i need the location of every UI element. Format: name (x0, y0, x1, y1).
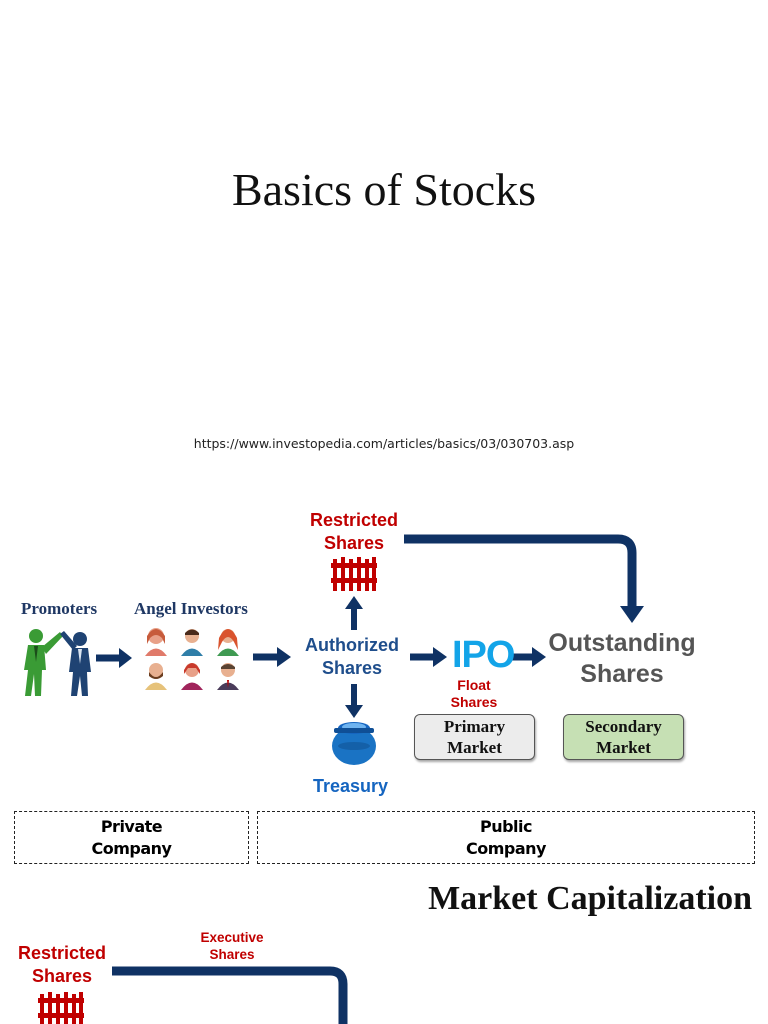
restricted-shares-label-bottom: Restricted Shares (17, 943, 107, 986)
bottom-restricted-connector (112, 966, 348, 1024)
ipo-label: IPO (452, 634, 515, 676)
private-company-box: Private Company (14, 811, 249, 864)
investor-avatars-icon (145, 628, 239, 690)
handshake-people-icon (24, 629, 91, 696)
authorized-shares-label: Authorized Shares (305, 635, 399, 678)
arrowhead-down (620, 606, 644, 623)
public-company-box: Public Company (257, 811, 755, 864)
executive-shares-label: Executive Shares (200, 930, 264, 962)
restricted-to-outstanding-connector (404, 534, 637, 608)
angel-investors-label: Angel Investors (134, 599, 248, 618)
treasury-label: Treasury (313, 776, 389, 796)
market-capitalization-title: Market Capitalization (428, 880, 752, 917)
outstanding-shares-label: Outstanding Shares (548, 629, 696, 688)
primary-market-box: Primary Market (414, 714, 535, 760)
restricted-shares-label: Restricted Shares (309, 510, 399, 553)
promoters-label: Promoters (21, 599, 98, 618)
secondary-market-box: Secondary Market (563, 714, 684, 760)
gate-icon-bottom (38, 992, 84, 1024)
source-url[interactable]: https://www.investopedia.com/articles/ba… (193, 436, 575, 451)
float-shares-label: Float Shares (450, 677, 498, 710)
money-pot-icon (332, 722, 376, 765)
slide-title: Basics of Stocks (231, 164, 537, 215)
gate-icon (331, 557, 377, 591)
